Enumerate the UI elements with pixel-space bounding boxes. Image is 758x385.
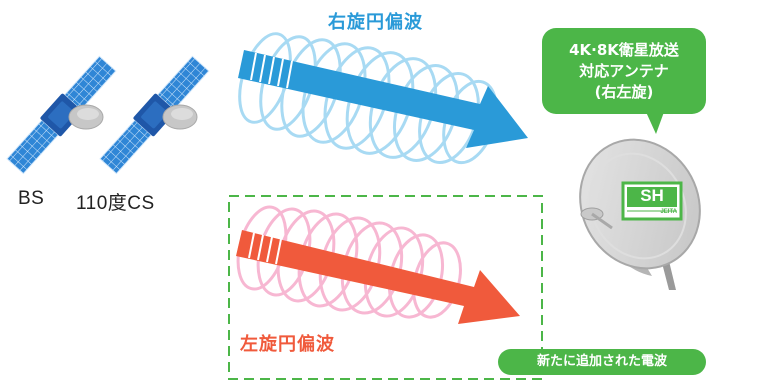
new-badge-bg bbox=[498, 349, 706, 375]
sh-logo-sub: JEITA bbox=[660, 209, 677, 215]
right-wave-arrow bbox=[238, 50, 528, 148]
antenna-bubble bbox=[542, 28, 706, 134]
bubble-line1: 4K·8K衛星放送 bbox=[569, 41, 679, 59]
sh-logo bbox=[621, 181, 683, 221]
bubble-line2: 対応アンテナ bbox=[579, 62, 669, 80]
bs-satellite-icon bbox=[6, 55, 117, 175]
left-wave-title: 左旋円偏波 bbox=[240, 334, 335, 355]
sh-logo-mark: SH bbox=[640, 186, 664, 205]
bs-label: BS bbox=[18, 188, 45, 209]
cs-satellite-icon bbox=[99, 55, 210, 175]
bubble-line3: (右左旋) bbox=[594, 83, 654, 101]
right-wave-title: 右旋円偏波 bbox=[328, 12, 423, 33]
cs-label: 110度CS bbox=[76, 193, 155, 214]
new-badge-label: 新たに追加された電波 bbox=[536, 354, 667, 369]
left-wave-arrow bbox=[236, 230, 520, 324]
new-wave-box bbox=[228, 195, 543, 380]
